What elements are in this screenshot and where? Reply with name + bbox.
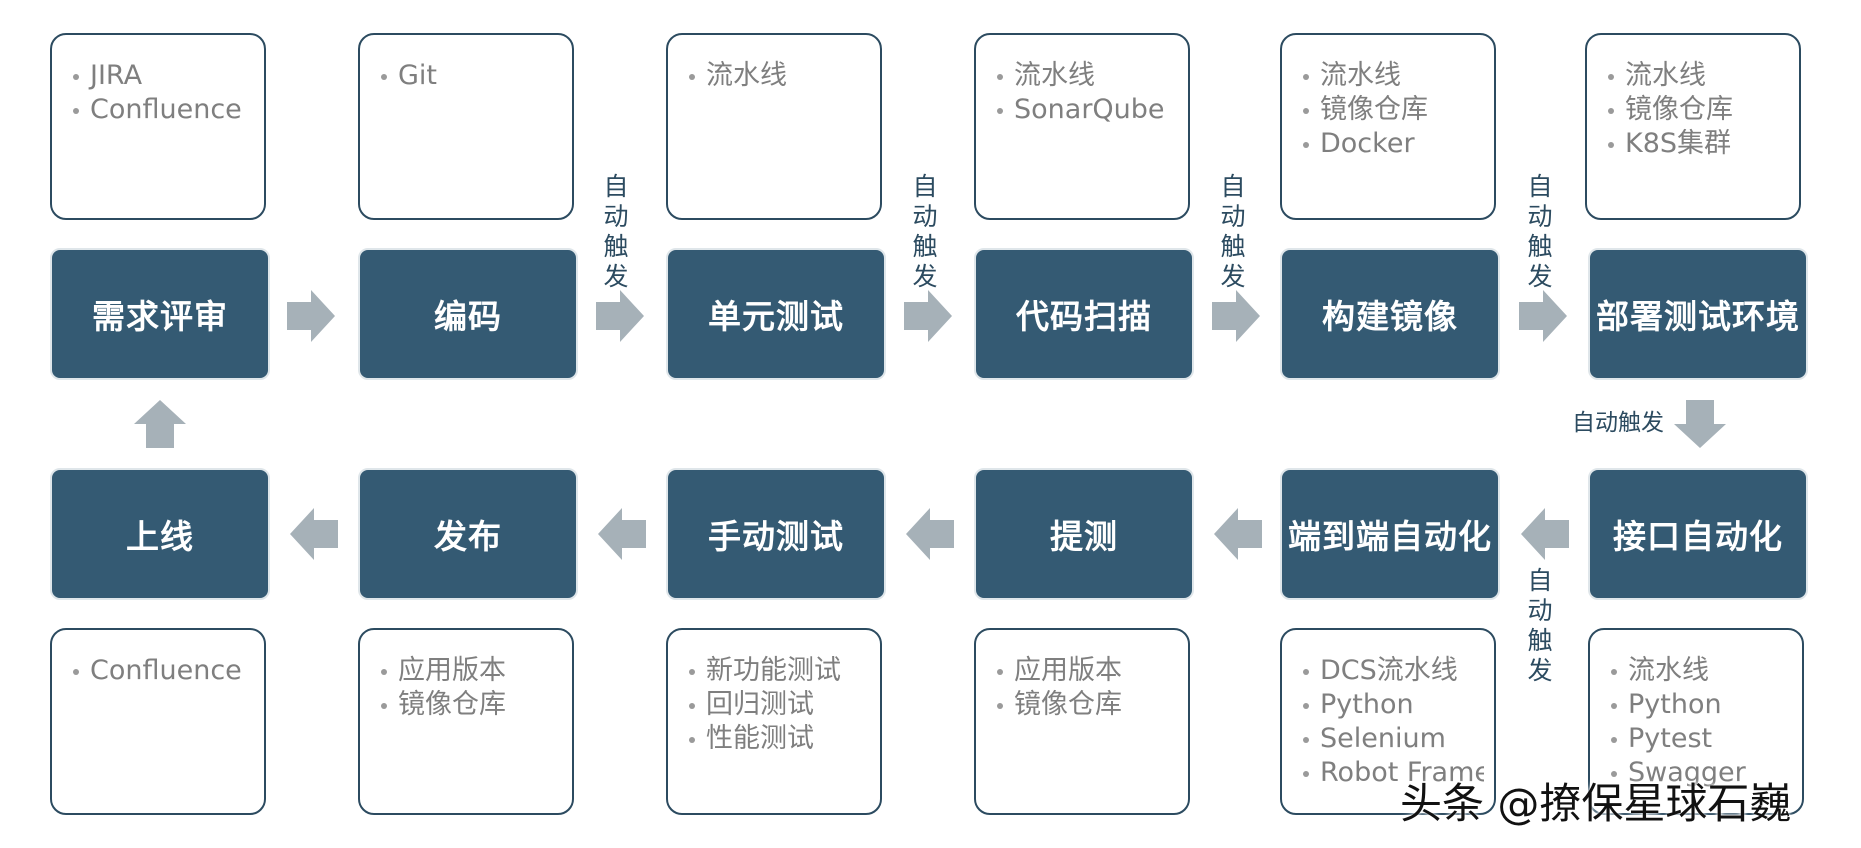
note-coding: Git [358,33,574,220]
note-item: Robot Framework [1300,756,1484,790]
note-item: Git [378,59,562,93]
note-item: 流水线 [1300,59,1484,93]
arrow-up-icon [134,400,186,448]
arrow-right-icon [596,290,644,342]
note-code-scan: 流水线 SonarQube [974,33,1190,220]
note-item: 新功能测试 [686,654,870,688]
note-item: Confluence [70,93,254,127]
note-item: 镜像仓库 [1605,93,1789,127]
note-item: Swagger [1608,756,1792,790]
note-e2e-automation: DCS流水线 Python Selenium Robot Framework [1280,628,1496,815]
note-item: 镜像仓库 [1300,93,1484,127]
step-build-image: 构建镜像 [1280,248,1500,380]
step-requirements-review: 需求评审 [50,248,270,380]
step-release: 发布 [358,468,578,600]
note-go-live: Confluence [50,628,266,815]
note-release: 应用版本 镜像仓库 [358,628,574,815]
arrow-left-icon [1214,508,1262,560]
trigger-label: 自动触发 [1220,172,1246,291]
note-requirements-review: JIRA Confluence [50,33,266,220]
note-item: Selenium [1300,722,1484,756]
note-deploy-test-env: 流水线 镜像仓库 K8S集群 [1585,33,1801,220]
watermark: 头条 @撩保星球石巍 [1400,779,1792,828]
note-item: 应用版本 [378,654,562,688]
arrow-down-icon [1674,400,1726,448]
trigger-label: 自动触发 [912,172,938,291]
arrow-left-icon [290,508,338,560]
note-item: 镜像仓库 [378,688,562,722]
arrow-right-icon [1212,290,1260,342]
step-deploy-test-env: 部署测试环境 [1588,248,1808,380]
note-item: Pytest [1608,722,1792,756]
note-item: K8S集群 [1605,127,1789,161]
note-unit-test: 流水线 [666,33,882,220]
note-manual-test: 新功能测试 回归测试 性能测试 [666,628,882,815]
note-build-image: 流水线 镜像仓库 Docker [1280,33,1496,220]
step-code-scan: 代码扫描 [974,248,1194,380]
step-manual-test: 手动测试 [666,468,886,600]
note-item: 流水线 [1608,654,1792,688]
arrow-left-icon [906,508,954,560]
note-submit-test: 应用版本 镜像仓库 [974,628,1190,815]
step-api-automation: 接口自动化 [1588,468,1808,600]
step-coding: 编码 [358,248,578,380]
note-item: 流水线 [686,59,870,93]
note-item: Python [1300,688,1484,722]
trigger-label: 自动触发 [1527,172,1553,291]
arrow-right-icon [1519,290,1567,342]
note-item: 流水线 [994,59,1178,93]
step-go-live: 上线 [50,468,270,600]
note-item: 流水线 [1605,59,1789,93]
arrow-left-icon [598,508,646,560]
note-item: Confluence [70,654,254,688]
step-submit-test: 提测 [974,468,1194,600]
note-item: Python [1608,688,1792,722]
trigger-label: 自动触发 [603,172,629,291]
note-item: Docker [1300,127,1484,161]
note-api-automation: 流水线 Python Pytest Swagger [1588,628,1804,815]
trigger-label: 自动触发 [1572,410,1664,436]
note-item: SonarQube [994,93,1178,127]
note-item: 镜像仓库 [994,688,1178,722]
note-item: JIRA [70,59,254,93]
note-item: 回归测试 [686,688,870,722]
note-item: 性能测试 [686,722,870,756]
note-item: 应用版本 [994,654,1178,688]
step-unit-test: 单元测试 [666,248,886,380]
arrow-left-icon [1521,508,1569,560]
step-e2e-automation: 端到端自动化 [1280,468,1500,600]
arrow-right-icon [904,290,952,342]
arrow-right-icon [287,290,335,342]
note-item: DCS流水线 [1300,654,1484,688]
trigger-label: 自动触发 [1527,566,1553,685]
